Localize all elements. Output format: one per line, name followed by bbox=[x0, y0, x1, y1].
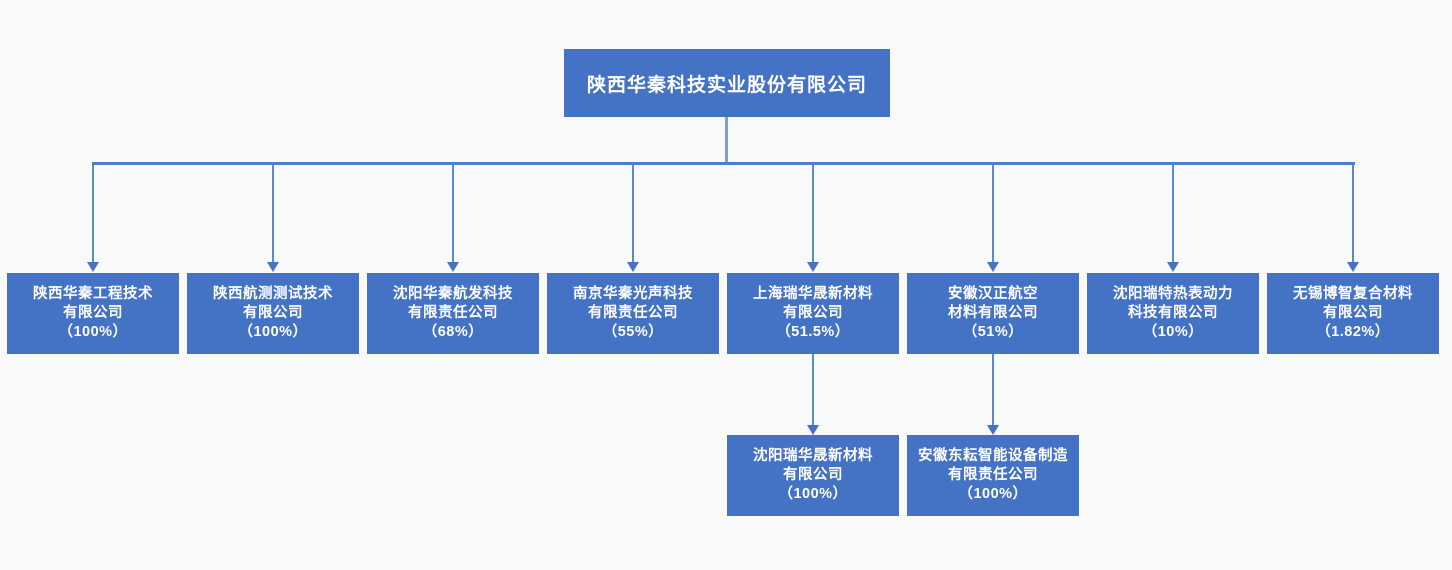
connector-root-stem bbox=[725, 117, 728, 163]
company-name-line: 有限公司 bbox=[243, 305, 303, 321]
connector-drop-4 bbox=[632, 165, 634, 262]
connector-drop-7 bbox=[1172, 165, 1174, 262]
arrowhead-down-icon bbox=[87, 262, 99, 272]
arrowhead-down-icon bbox=[987, 425, 999, 435]
company-name-line: 南京华秦光声科技 bbox=[573, 286, 693, 302]
company-name-line: 安徽汉正航空 bbox=[948, 286, 1038, 302]
org-node-subsidiary-6: 安徽汉正航空 材料有限公司 （51%） bbox=[907, 273, 1079, 354]
arrowhead-down-icon bbox=[807, 425, 819, 435]
company-name-line: 上海瑞华晟新材料 bbox=[753, 286, 873, 302]
connector-drop-grandchild-2 bbox=[992, 354, 994, 426]
ownership-percentage: （100%） bbox=[238, 324, 308, 340]
company-name-line: 沈阳瑞华晟新材料 bbox=[753, 448, 873, 464]
company-name-line: 沈阳瑞特热表动力 bbox=[1113, 286, 1233, 302]
org-node-subsidiary-5: 上海瑞华晟新材料 有限公司 （51.5%） bbox=[727, 273, 899, 354]
org-node-subsidiary-3: 沈阳华秦航发科技 有限责任公司 （68%） bbox=[367, 273, 539, 354]
company-name-line: 材料有限公司 bbox=[948, 305, 1038, 321]
company-name-line: 科技有限公司 bbox=[1128, 305, 1218, 321]
company-name-line: 安徽东耘智能设备制造 bbox=[918, 448, 1068, 464]
company-name-line: 有限责任公司 bbox=[408, 305, 498, 321]
ownership-percentage: （100%） bbox=[58, 324, 128, 340]
connector-drop-2 bbox=[272, 165, 274, 262]
connector-drop-6 bbox=[992, 165, 994, 262]
company-name-line: 有限责任公司 bbox=[588, 305, 678, 321]
connector-drop-3 bbox=[452, 165, 454, 262]
ownership-percentage: （1.82%） bbox=[1316, 324, 1390, 340]
company-name-line: 有限公司 bbox=[783, 467, 843, 483]
ownership-percentage: （55%） bbox=[602, 324, 664, 340]
ownership-percentage: （51.5%） bbox=[776, 324, 850, 340]
org-node-subsidiary-8: 无锡博智复合材料 有限公司 （1.82%） bbox=[1267, 273, 1439, 354]
arrowhead-down-icon bbox=[267, 262, 279, 272]
ownership-percentage: （51%） bbox=[962, 324, 1024, 340]
ownership-percentage: （10%） bbox=[1142, 324, 1204, 340]
connector-drop-1 bbox=[92, 165, 94, 262]
arrowhead-down-icon bbox=[987, 262, 999, 272]
ownership-percentage: （100%） bbox=[958, 486, 1028, 502]
company-name-line: 陕西华秦工程技术 bbox=[33, 286, 153, 302]
ownership-percentage: （100%） bbox=[778, 486, 848, 502]
company-name-line: 有限公司 bbox=[783, 305, 843, 321]
arrowhead-down-icon bbox=[1347, 262, 1359, 272]
company-name: 陕西华秦科技实业股份有限公司 bbox=[586, 74, 867, 96]
org-node-grandchild-2: 安徽东耘智能设备制造 有限责任公司 （100%） bbox=[907, 435, 1079, 516]
org-node-root: 陕西华秦科技实业股份有限公司 bbox=[564, 49, 890, 117]
company-name-line: 沈阳华秦航发科技 bbox=[393, 286, 513, 302]
org-node-subsidiary-4: 南京华秦光声科技 有限责任公司 （55%） bbox=[547, 273, 719, 354]
arrowhead-down-icon bbox=[627, 262, 639, 272]
org-node-subsidiary-1: 陕西华秦工程技术 有限公司 （100%） bbox=[7, 273, 179, 354]
company-name-line: 有限责任公司 bbox=[948, 467, 1038, 483]
org-node-grandchild-1: 沈阳瑞华晟新材料 有限公司 （100%） bbox=[727, 435, 899, 516]
org-node-subsidiary-2: 陕西航测测试技术 有限公司 （100%） bbox=[187, 273, 359, 354]
company-name-line: 有限公司 bbox=[1323, 305, 1383, 321]
ownership-percentage: （68%） bbox=[422, 324, 484, 340]
arrowhead-down-icon bbox=[447, 262, 459, 272]
company-name-line: 陕西航测测试技术 bbox=[213, 286, 333, 302]
connector-drop-8 bbox=[1352, 165, 1354, 262]
arrowhead-down-icon bbox=[807, 262, 819, 272]
org-node-subsidiary-7: 沈阳瑞特热表动力 科技有限公司 （10%） bbox=[1087, 273, 1259, 354]
company-name-line: 无锡博智复合材料 bbox=[1293, 286, 1413, 302]
connector-drop-grandchild-1 bbox=[812, 354, 814, 426]
connector-drop-5 bbox=[812, 165, 814, 262]
company-name-line: 有限公司 bbox=[63, 305, 123, 321]
arrowhead-down-icon bbox=[1167, 262, 1179, 272]
connector-horizontal-bus bbox=[92, 162, 1355, 165]
